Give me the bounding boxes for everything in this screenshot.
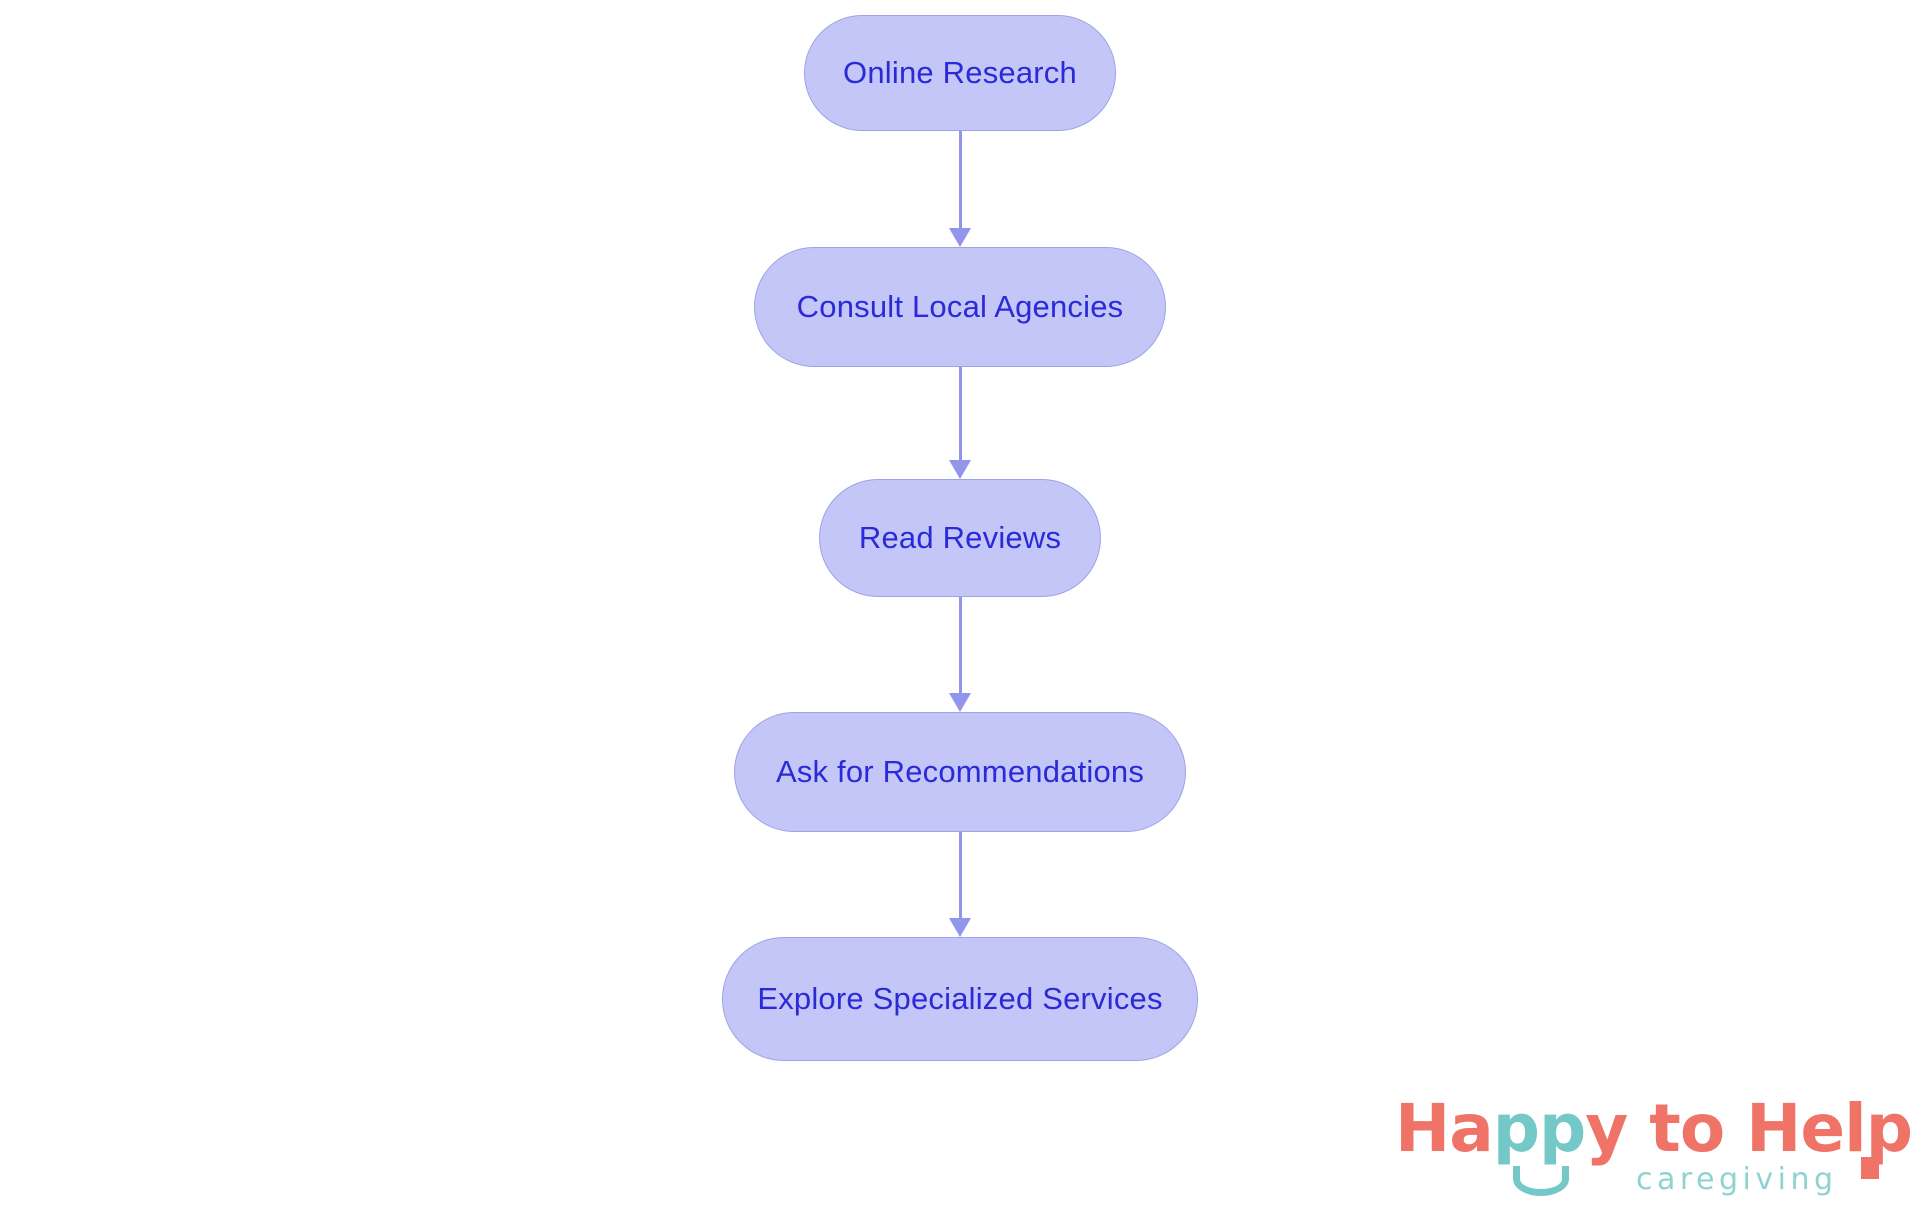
logo-wordmark: Happy to Help: [1395, 1096, 1913, 1162]
flow-node-online-research[interactable]: Online Research: [804, 15, 1116, 131]
smile-icon: [1513, 1166, 1569, 1196]
flow-node-read-reviews[interactable]: Read Reviews: [819, 479, 1101, 597]
flow-node-explore-specialized-services[interactable]: Explore Specialized Services: [722, 937, 1198, 1061]
flow-arrow-2: [940, 367, 980, 479]
arrow-line: [958, 832, 962, 919]
arrowhead-icon: [949, 460, 971, 479]
flow-arrow-3: [940, 597, 980, 712]
flow-node-label: Online Research: [843, 54, 1077, 90]
logo-word-part-1: Ha: [1395, 1090, 1494, 1167]
logo-tagline: caregiving: [1636, 1162, 1838, 1197]
brand-logo: Happy to Help caregiving: [1395, 1096, 1913, 1208]
logo-accent-square: [1861, 1157, 1879, 1179]
flow-node-label: Ask for Recommendations: [775, 753, 1145, 789]
arrowhead-icon: [949, 693, 971, 712]
flow-arrow-4: [940, 832, 980, 937]
flow-node-label: Consult Local Agencies: [796, 288, 1124, 324]
flowchart: Online Research Consult Local Agencies R…: [722, 15, 1198, 1061]
flow-arrow-1: [940, 131, 980, 247]
logo-word-part-2: pp: [1492, 1090, 1586, 1167]
flow-node-consult-local-agencies[interactable]: Consult Local Agencies: [754, 247, 1166, 367]
logo-word-part-3: y to Help: [1585, 1090, 1913, 1167]
arrowhead-icon: [949, 228, 971, 247]
arrow-line: [958, 131, 962, 229]
arrow-line: [958, 597, 962, 694]
arrowhead-icon: [949, 918, 971, 937]
flow-node-label: Read Reviews: [858, 519, 1062, 555]
flow-node-ask-for-recommendations[interactable]: Ask for Recommendations: [734, 712, 1186, 832]
arrow-line: [958, 367, 962, 461]
flow-node-label: Explore Specialized Services: [757, 980, 1163, 1016]
